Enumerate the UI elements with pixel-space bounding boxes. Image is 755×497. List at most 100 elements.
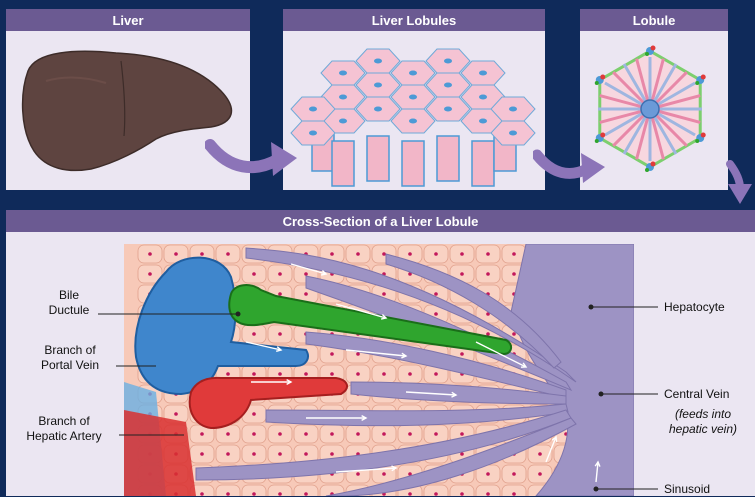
label-hepatic-artery: Branch of Hepatic Artery xyxy=(26,414,102,443)
flow-arrow-icon xyxy=(335,465,398,473)
sinusoid xyxy=(245,247,577,383)
hepatocyte-cell xyxy=(501,464,527,484)
hepatocyte-cell xyxy=(527,444,553,464)
lobule-central-vein xyxy=(640,99,660,119)
cross-section-panel: Cross-Section of a Liver Lobule xyxy=(6,210,755,496)
hepatocyte-cell xyxy=(527,464,553,484)
lobule-prism-top xyxy=(460,60,506,86)
lobule-prism-top xyxy=(320,60,366,86)
label-hepatocyte: Hepatocyte xyxy=(664,300,725,314)
lobule-prism-top xyxy=(355,48,401,74)
lobule-prism-top xyxy=(290,96,336,122)
lobule-prism-side xyxy=(471,140,495,187)
flow-arrow-icon xyxy=(335,303,388,320)
lobule-prism-side xyxy=(366,135,390,182)
lobule-prism-top xyxy=(425,48,471,74)
hepatocyte-cell xyxy=(423,424,449,444)
liver-lobules-panel: Liver Lobules xyxy=(283,9,545,190)
cross-section-illustration xyxy=(98,244,658,496)
flow-arrow-icon xyxy=(545,435,558,463)
hepatocyte-cell xyxy=(241,444,267,464)
hepatocyte-cell xyxy=(163,244,189,264)
lobule-prism-top xyxy=(425,72,471,98)
hepatocyte-cell xyxy=(293,444,319,464)
liver-panel-title: Liver xyxy=(6,9,250,31)
lobule-illustration xyxy=(580,31,728,190)
hepatocyte-cell xyxy=(293,424,319,444)
lobule-prism-side xyxy=(436,135,460,182)
liver-lobules-panel-title: Liver Lobules xyxy=(283,9,545,31)
bile-ductule xyxy=(228,284,512,356)
label-sinusoid: Sinusoid xyxy=(664,482,711,496)
lobule-prism-top xyxy=(355,96,401,122)
hepatocyte-cell xyxy=(267,324,293,344)
lobules-illustration xyxy=(283,31,545,190)
hepatocyte-cell xyxy=(371,364,397,384)
hepatocyte-cell xyxy=(345,424,371,444)
portal-vein xyxy=(134,256,309,396)
hepatocyte-cell xyxy=(423,244,449,264)
flow-arrow-icon xyxy=(245,341,283,353)
liver-shape xyxy=(21,50,233,172)
flow-arrow-icon xyxy=(290,263,328,276)
cross-section-body: Bile Ductule Branch of Portal Vein Branc… xyxy=(6,232,755,496)
hepatic-artery xyxy=(188,376,348,430)
cross-section-panel-title: Cross-Section of a Liver Lobule xyxy=(6,210,755,232)
flow-arrow-icon xyxy=(405,391,458,398)
lobule-prism-top xyxy=(290,120,336,146)
hepatocyte-cell xyxy=(189,424,215,444)
flow-arrow-icon xyxy=(345,349,408,359)
hepatocyte-cell xyxy=(501,484,527,496)
sinusoid xyxy=(325,417,577,496)
flow-arrow-icon xyxy=(594,460,601,483)
hepatocyte-cell xyxy=(241,264,267,284)
label-bile-ductule: Bile Ductule xyxy=(48,288,90,317)
hepatocyte-cell xyxy=(319,424,345,444)
hepatocyte-cell xyxy=(241,424,267,444)
hepatocyte-cell xyxy=(267,444,293,464)
flow-arrow-icon xyxy=(306,414,368,422)
lobule-prism-top xyxy=(390,60,436,86)
hepatocyte-cell xyxy=(475,464,501,484)
label-portal-vein: Branch of Portal Vein xyxy=(40,343,100,372)
hepatocyte-cell xyxy=(189,444,215,464)
arrow-icon-lobule-to-cross-section xyxy=(726,160,752,204)
lobule-prism-top xyxy=(390,108,436,134)
label-central-vein: Central Vein xyxy=(664,387,730,401)
lobule-prism-top xyxy=(355,72,401,98)
lobule-panel-title: Lobule xyxy=(580,9,728,31)
label-central-vein-note: (feeds into hepatic vein) xyxy=(668,407,738,436)
hepatocyte-cell xyxy=(137,244,163,264)
hepatocyte-cell xyxy=(267,424,293,444)
hepatocyte-cell xyxy=(241,324,267,344)
hepatocyte-cell xyxy=(423,484,449,496)
hepatocyte-cell xyxy=(215,444,241,464)
arrow-icon-liver-to-lobules xyxy=(205,139,297,176)
hepatocyte-cell xyxy=(215,424,241,444)
hepatocyte-cell xyxy=(293,484,319,496)
hepatocyte-cell xyxy=(475,484,501,496)
hepatocyte-cell xyxy=(475,264,501,284)
lobule-prism-top xyxy=(490,120,536,146)
hepatocyte-cell xyxy=(397,364,423,384)
hepatocyte-cell xyxy=(449,484,475,496)
sinusoid xyxy=(385,253,562,369)
hepatocyte-cell xyxy=(423,364,449,384)
lobule-prism-side xyxy=(401,140,425,187)
hepatocyte-cell xyxy=(345,364,371,384)
hepatocyte-cell xyxy=(397,424,423,444)
flow-arrow-icon xyxy=(251,378,293,386)
arrow-icon-lobules-to-lobule xyxy=(533,149,605,183)
lobule-prism-top xyxy=(390,84,436,110)
hepatocyte-cell xyxy=(215,244,241,264)
hepatocyte-cell xyxy=(137,264,163,284)
hepatocyte-cell xyxy=(241,484,267,496)
hepatocyte-cell xyxy=(267,484,293,496)
hepatocyte-cell xyxy=(215,484,241,496)
lobule-panel: Lobule xyxy=(580,9,728,190)
hepatocyte-cell xyxy=(449,244,475,264)
flow-arrow-icon xyxy=(475,341,528,368)
hepatocyte-cell xyxy=(371,424,397,444)
lobule-prism-top xyxy=(425,96,471,122)
hepatocyte-cell xyxy=(267,264,293,284)
